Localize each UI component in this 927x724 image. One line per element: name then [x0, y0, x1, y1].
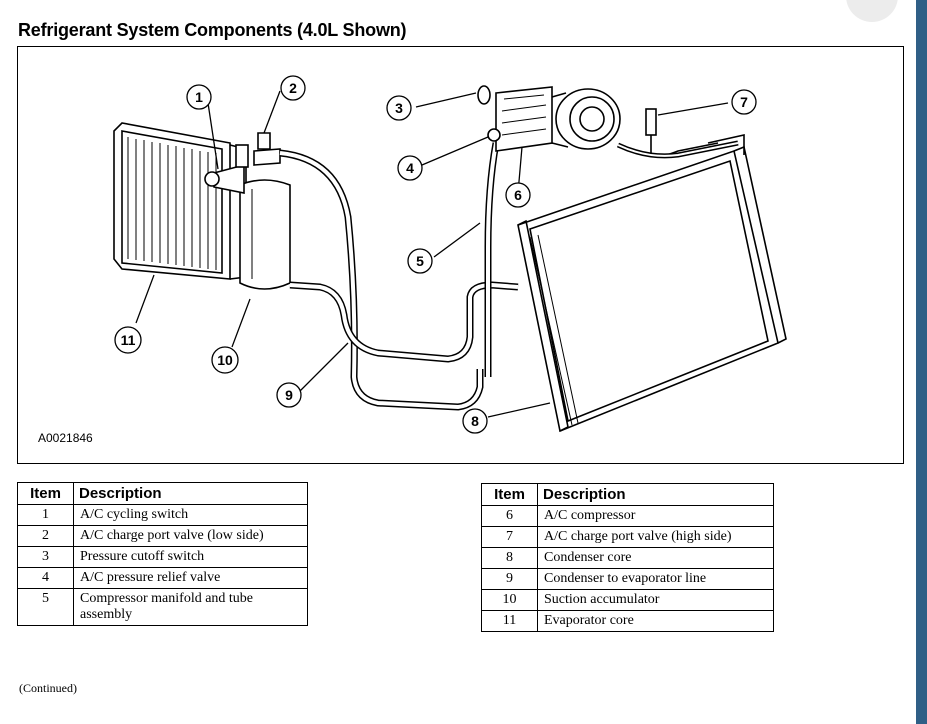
figure-id: A0021846 [38, 431, 93, 445]
callout-1-label: 1 [195, 89, 203, 105]
item-number: 7 [481, 526, 538, 548]
callout-8-label: 8 [471, 413, 479, 429]
item-description: A/C charge port valve (high side) [537, 526, 774, 548]
item-number: 4 [17, 567, 74, 589]
item-number: 11 [481, 610, 538, 632]
callout-6-label: 6 [514, 187, 522, 203]
column-header-description: Description [73, 482, 308, 505]
item-description: A/C compressor [537, 505, 774, 527]
item-number: 5 [17, 588, 74, 626]
corner-circle [846, 0, 898, 22]
item-description: Suction accumulator [537, 589, 774, 611]
callout-10: 10 [211, 346, 239, 374]
diagram-figure: 1 2 3 4 5 6 7 8 9 10 11 A0021846 [17, 46, 904, 464]
item-number: 1 [17, 504, 74, 526]
callout-11-label: 11 [121, 332, 136, 348]
callout-4-label: 4 [406, 160, 414, 176]
callout-5-label: 5 [416, 253, 424, 269]
column-header-item: Item [481, 483, 538, 506]
callout-7-label: 7 [740, 94, 748, 110]
item-description: A/C pressure relief valve [73, 567, 308, 589]
callout-11: 11 [114, 326, 142, 354]
page-title: Refrigerant System Components (4.0L Show… [18, 20, 407, 40]
item-number: 6 [481, 505, 538, 527]
window-edge-bar [916, 0, 927, 724]
refrigerant-diagram: 1 2 3 4 5 6 7 8 9 10 11 [113, 75, 787, 434]
callout-2-label: 2 [289, 80, 297, 96]
item-description: Compressor manifold and tube assembly [73, 588, 308, 626]
condenser-drawing [517, 134, 787, 433]
callout-10-label: 10 [217, 352, 233, 368]
compressor-drawing [477, 85, 621, 152]
column-header-item: Item [17, 482, 74, 505]
item-number: 2 [17, 525, 74, 547]
item-description: Condenser core [537, 547, 774, 569]
item-number: 10 [481, 589, 538, 611]
item-number: 9 [481, 568, 538, 590]
callout-6: 6 [505, 182, 531, 208]
callout-7: 7 [731, 89, 757, 115]
callout-8: 8 [462, 408, 488, 434]
callout-1: 1 [186, 84, 212, 110]
table-header-row: Item Description [17, 482, 308, 505]
item-description: A/C cycling switch [73, 504, 308, 526]
callout-4: 4 [397, 155, 423, 181]
item-description: Evaporator core [537, 610, 774, 632]
callout-9-label: 9 [285, 387, 293, 403]
item-number: 8 [481, 547, 538, 569]
callout-2: 2 [280, 75, 306, 101]
callout-5: 5 [407, 248, 433, 274]
table-header-row: Item Description [481, 483, 774, 506]
callout-3-label: 3 [395, 100, 403, 116]
accumulator-drawing [204, 132, 291, 290]
item-description: Pressure cutoff switch [73, 546, 308, 568]
column-header-description: Description [537, 483, 774, 506]
callout-9: 9 [276, 382, 302, 408]
item-number: 3 [17, 546, 74, 568]
item-description: A/C charge port valve (low side) [73, 525, 308, 547]
continued-note: (Continued) [19, 681, 77, 695]
callout-3: 3 [386, 95, 412, 121]
evaporator-core-drawing [113, 122, 247, 280]
item-description: Condenser to evaporator line [537, 568, 774, 590]
